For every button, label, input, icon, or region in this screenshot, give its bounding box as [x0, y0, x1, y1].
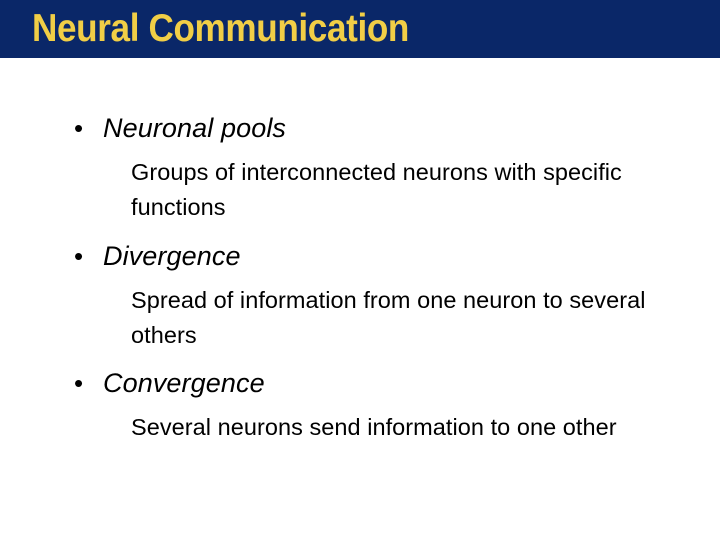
bullet-item: • Neuronal pools	[0, 110, 720, 146]
title-banner: Neural Communication	[0, 0, 720, 58]
bullet-group-convergence: • Convergence Several neurons send infor…	[0, 365, 720, 445]
bullet-dot-icon: •	[74, 113, 84, 143]
bullet-dot-icon: •	[74, 368, 84, 398]
bullet-heading: Divergence	[103, 241, 241, 271]
page-title: Neural Communication	[32, 7, 410, 50]
bullet-detail: Groups of interconnected neurons with sp…	[131, 159, 622, 220]
bullet-detail: Several neurons send information to one …	[131, 414, 617, 440]
bullet-item: • Convergence	[0, 365, 720, 401]
bullet-heading: Convergence	[103, 368, 265, 398]
bullet-group-divergence: • Divergence Spread of information from …	[0, 238, 720, 353]
slide-body: • Neuronal pools Groups of interconnecte…	[0, 58, 720, 540]
bullet-detail: Spread of information from one neuron to…	[131, 287, 646, 348]
bullet-group-neuronal-pools: • Neuronal pools Groups of interconnecte…	[0, 110, 720, 225]
bullet-item: • Divergence	[0, 238, 720, 274]
bullet-dot-icon: •	[74, 241, 84, 271]
bullet-heading: Neuronal pools	[103, 113, 287, 143]
